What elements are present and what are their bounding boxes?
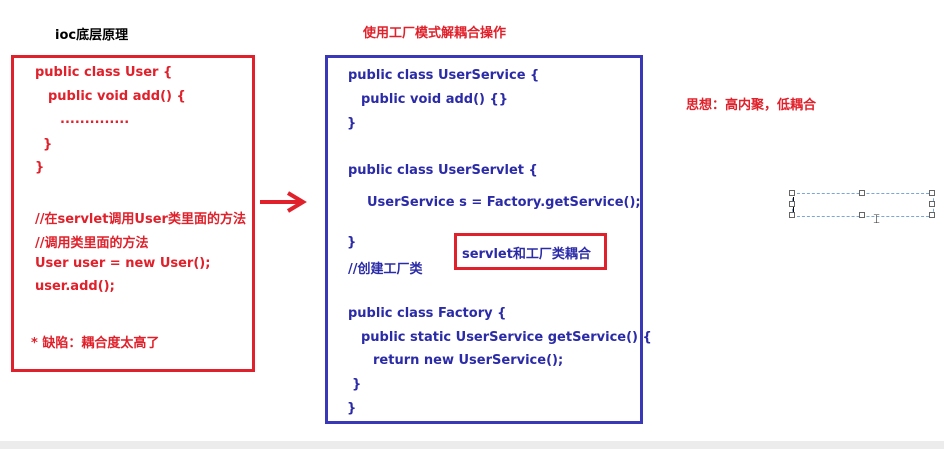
code-line: return new UserService(); xyxy=(373,353,564,368)
code-line: public class Factory { xyxy=(348,306,507,321)
code-line: .............. xyxy=(60,112,130,127)
code-comment: //在servlet调用User类里面的方法 xyxy=(35,212,246,227)
code-line: public void add() {} xyxy=(361,92,509,107)
code-line: public class UserService { xyxy=(348,68,540,83)
resize-handle[interactable] xyxy=(789,190,795,196)
resize-handle[interactable] xyxy=(929,190,935,196)
title-ioc-principle: ioc底层原理 xyxy=(55,28,129,43)
coupling-note-box xyxy=(454,233,607,270)
code-comment: //创建工厂类 xyxy=(348,262,423,277)
bottom-scrollbar-strip xyxy=(0,441,944,449)
code-line: } xyxy=(347,116,357,131)
code-line: UserService s = Factory.getService(); xyxy=(367,195,641,210)
right-arrow-icon xyxy=(260,191,307,213)
title-factory-decoupling: 使用工厂模式解耦合操作 xyxy=(363,26,507,41)
code-line: } xyxy=(347,401,357,416)
resize-handle[interactable] xyxy=(859,212,865,218)
code-line: } xyxy=(43,137,53,152)
text-cursor-icon: 𝙸 xyxy=(872,212,882,227)
code-line: } xyxy=(35,160,45,175)
middle-code-box xyxy=(325,55,643,424)
resize-handle[interactable] xyxy=(929,212,935,218)
coupling-note: servlet和工厂类耦合 xyxy=(462,247,591,262)
code-line: public class User { xyxy=(35,65,173,80)
code-comment: //调用类里面的方法 xyxy=(35,236,149,251)
resize-handle[interactable] xyxy=(789,212,795,218)
defect-note: * 缺陷：耦合度太高了 xyxy=(31,336,160,351)
thought-note: 思想：高内聚，低耦合 xyxy=(686,98,817,113)
code-line: } xyxy=(352,377,362,392)
code-line: user.add(); xyxy=(35,279,115,294)
code-line: public void add() { xyxy=(48,89,186,104)
left-code-box xyxy=(11,55,255,372)
code-line: public class UserServlet { xyxy=(348,163,538,178)
code-line: public static UserService getService() { xyxy=(361,330,652,345)
code-line: User user = new User(); xyxy=(35,256,211,271)
resize-handle[interactable] xyxy=(789,201,795,207)
resize-handle[interactable] xyxy=(859,190,865,196)
resize-handle[interactable] xyxy=(929,201,935,207)
code-line: } xyxy=(347,235,357,250)
